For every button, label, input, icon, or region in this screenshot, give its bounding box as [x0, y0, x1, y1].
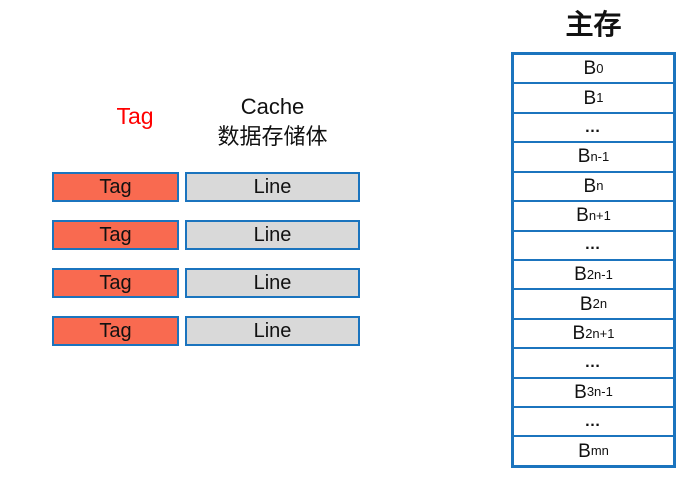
- memory-row-ellipsis: …: [514, 114, 673, 144]
- block-label-base: B: [578, 440, 591, 462]
- tag-box: Tag: [52, 172, 179, 202]
- block-label-base: B: [583, 175, 597, 197]
- memory-row-ellipsis: …: [514, 408, 673, 438]
- memory-row-ellipsis: …: [514, 349, 673, 379]
- ellipsis-label: …: [584, 412, 603, 430]
- block-label-base: B: [574, 264, 587, 286]
- ellipsis-label: …: [584, 353, 603, 371]
- memory-title: 主存: [565, 9, 622, 40]
- ellipsis-label: …: [584, 236, 603, 254]
- line-box: Line: [185, 268, 360, 298]
- memory-row-ellipsis: …: [514, 232, 673, 261]
- line-box: Line: [185, 172, 360, 202]
- block-label-base: B: [579, 293, 593, 315]
- block-label-base: B: [576, 205, 589, 227]
- cache-header-line2: 数据存储体: [217, 124, 328, 149]
- line-box: Line: [185, 220, 360, 250]
- tag-box: Tag: [52, 316, 179, 346]
- block-label-base: B: [583, 87, 597, 109]
- block-label-base: B: [572, 323, 586, 344]
- tag-box: Tag: [52, 268, 179, 298]
- cache-header-line1: Cache: [240, 94, 305, 119]
- cache-header: Cache 数据存储体: [185, 92, 360, 152]
- tag-box: Tag: [52, 220, 179, 250]
- line-box: Line: [185, 316, 360, 346]
- block-label-base: B: [583, 58, 597, 80]
- tag-column-title: Tag: [116, 103, 154, 129]
- block-label-base: B: [577, 146, 591, 168]
- block-label-base: B: [574, 381, 587, 403]
- ellipsis-label: …: [584, 118, 603, 136]
